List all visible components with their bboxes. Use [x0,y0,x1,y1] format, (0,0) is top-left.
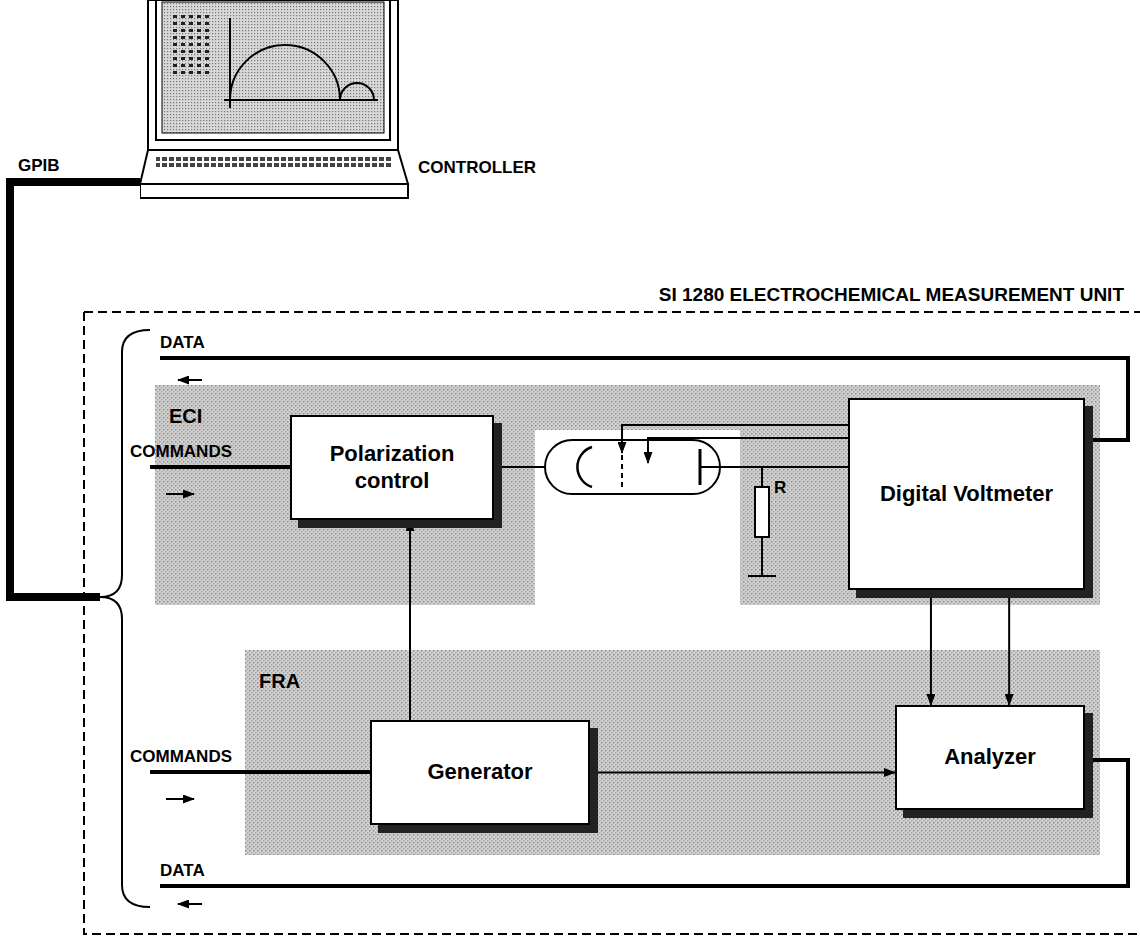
text-holder: R [774,478,786,498]
fra-section: FRA Generator Analyzer [245,650,1100,855]
text-holder: FRA [259,670,300,693]
bus-label: DATA [160,333,205,352]
component-label: R [774,478,786,497]
counter-electrode [577,447,592,487]
flow-arrow [178,379,202,381]
section-label: ECI [169,405,202,427]
process-box: Digital Voltmeter [848,398,1085,590]
text-holder: COMMANDS [130,747,232,767]
text-holder: CONTROLLER [418,158,536,178]
box-label: Digital Voltmeter [880,481,1053,507]
text-holder: ECI [169,405,202,428]
text-holder: COMMANDS [130,442,232,462]
cell-wire [700,466,848,468]
signal-arrow [590,772,895,774]
measurement-unit: SI 1280 ELECTROCHEMICAL MEASUREMENT UNIT… [82,282,1140,937]
bus-label: DATA [160,861,205,880]
text-holder: DATA [160,333,205,353]
unit-outline [82,282,1140,937]
box-label: Analyzer [944,744,1036,770]
command-line [150,465,290,469]
controller-laptop: CONTROLLER [140,0,410,200]
text-holder: GPIB [18,156,60,176]
box-label: Polarization control [292,441,492,494]
signal-label: COMMANDS [130,442,232,461]
electrochemical-cell [545,440,720,494]
text-holder: DATA [160,861,205,881]
resistor-symbol [755,487,769,537]
bus-label: GPIB [18,156,60,175]
device-label: CONTROLLER [418,158,536,177]
flow-arrow [166,493,194,495]
laptop-icon [140,0,410,200]
command-line [150,770,370,774]
signal-arrow [930,590,932,705]
flow-arrow [166,798,194,800]
flow-arrow [178,903,202,905]
static-wires [100,330,1128,907]
unit-title: SI 1280 ELECTROCHEMICAL MEASUREMENT UNIT [659,284,1124,305]
box-label: Generator [427,759,532,785]
signal-arrow [1008,590,1010,705]
bus-brace [100,330,150,907]
section-label: FRA [259,670,300,692]
eci-section: ECI Polarization controlDigital Voltmeter [155,385,1100,605]
process-box: Generator [370,720,590,825]
signal-arrow [409,520,411,720]
process-box: Analyzer [895,705,1085,810]
process-box: Polarization control [290,415,494,520]
text-holder: SI 1280 ELECTROCHEMICAL MEASUREMENT UNIT [659,284,1124,306]
gpib-bus [10,182,140,597]
signal-label: COMMANDS [130,747,232,766]
